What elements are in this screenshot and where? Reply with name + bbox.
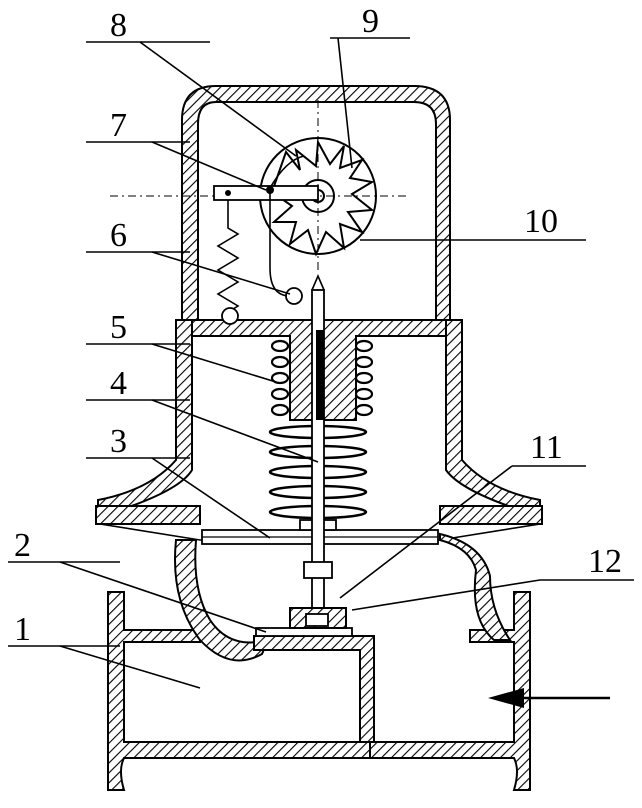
label-3: 3 (110, 423, 127, 460)
label-8: 8 (110, 7, 127, 44)
label-4: 4 (110, 365, 127, 402)
label-6: 6 (110, 217, 127, 254)
label-12: 12 (588, 543, 622, 580)
label-9: 9 (362, 3, 379, 40)
label-10: 10 (524, 203, 558, 240)
flow-arrow (488, 688, 610, 708)
valve-body (107, 532, 531, 791)
label-1: 1 (14, 611, 31, 648)
leader-lines (8, 37, 634, 689)
tension-spring (216, 200, 240, 325)
small-spring (270, 339, 374, 417)
valve-stem (303, 273, 333, 611)
label-5: 5 (110, 309, 127, 346)
label-11: 11 (530, 429, 563, 466)
label-7: 7 (110, 107, 127, 144)
valve-plug (255, 607, 353, 637)
label-2: 2 (14, 527, 31, 564)
gear-wheel (110, 100, 410, 270)
lever-arm (213, 155, 319, 305)
